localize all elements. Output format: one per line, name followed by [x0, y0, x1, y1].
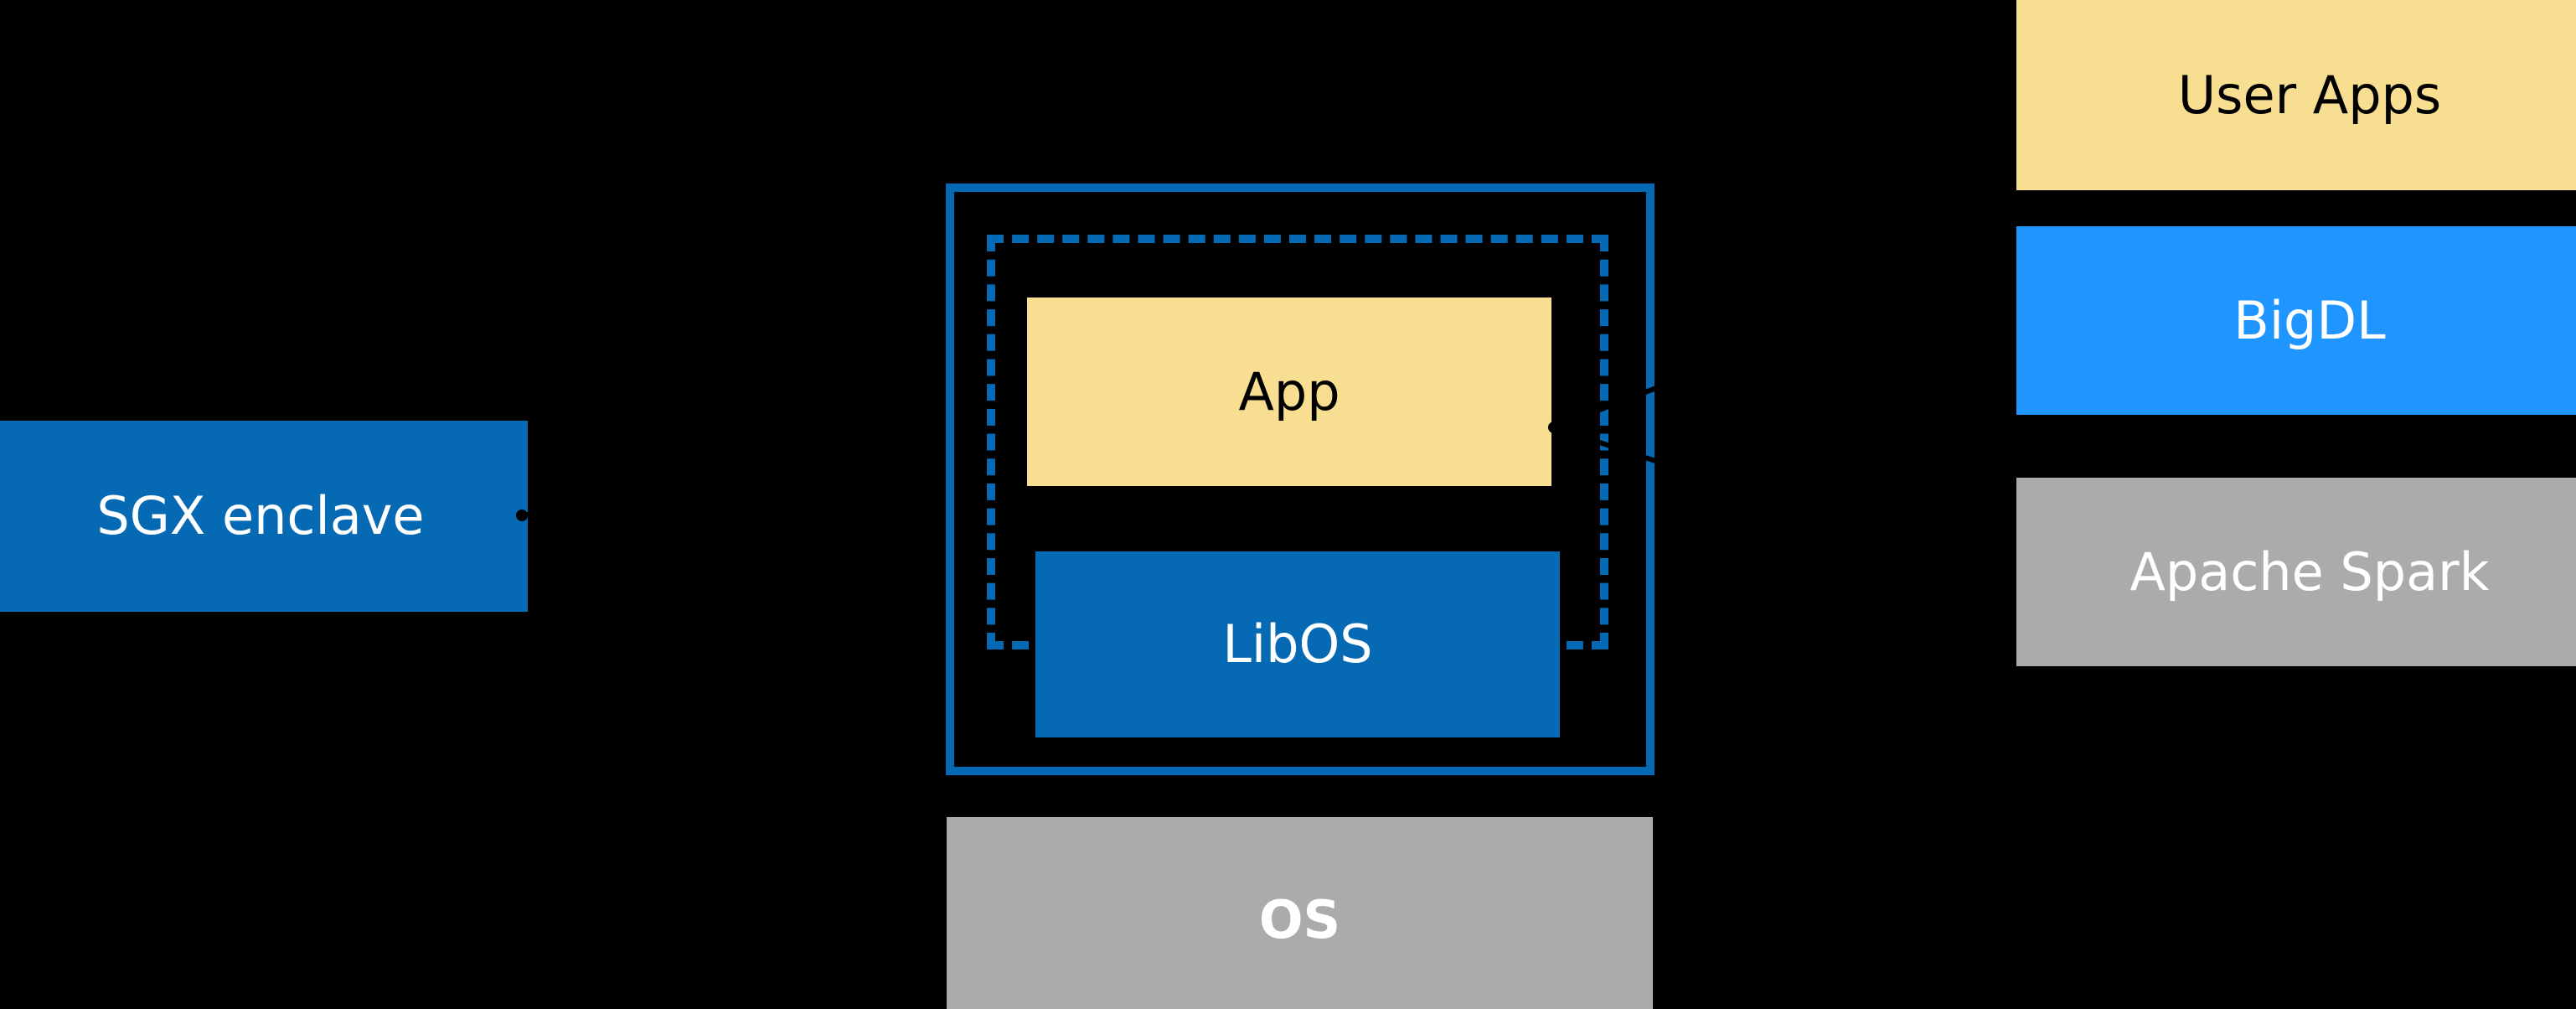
os-box[interactable]: OS	[947, 817, 1653, 1009]
user-apps-box[interactable]: User Apps	[2016, 0, 2576, 190]
sgx-enclave-box[interactable]: SGX enclave	[0, 421, 528, 612]
libos-label: LibOS	[1222, 613, 1373, 675]
os-label: OS	[1258, 888, 1341, 950]
app-connector-endpoint	[1548, 422, 1560, 433]
libos-box[interactable]: LibOS	[1035, 551, 1560, 737]
user-apps-label: User Apps	[2177, 64, 2442, 126]
sgx-enclave-leader-line	[520, 467, 939, 518]
bigdl-box[interactable]: BigDL	[2016, 226, 2576, 415]
apache-spark-box[interactable]: Apache Spark	[2016, 478, 2576, 666]
app-label: App	[1238, 360, 1340, 422]
app-box[interactable]: App	[1027, 298, 1551, 486]
apache-spark-label: Apache Spark	[2129, 541, 2490, 603]
sgx-enclave-label: SGX enclave	[96, 485, 425, 547]
bigdl-label: BigDL	[2233, 289, 2386, 351]
sgx-enclave-connector-endpoint	[516, 510, 528, 521]
